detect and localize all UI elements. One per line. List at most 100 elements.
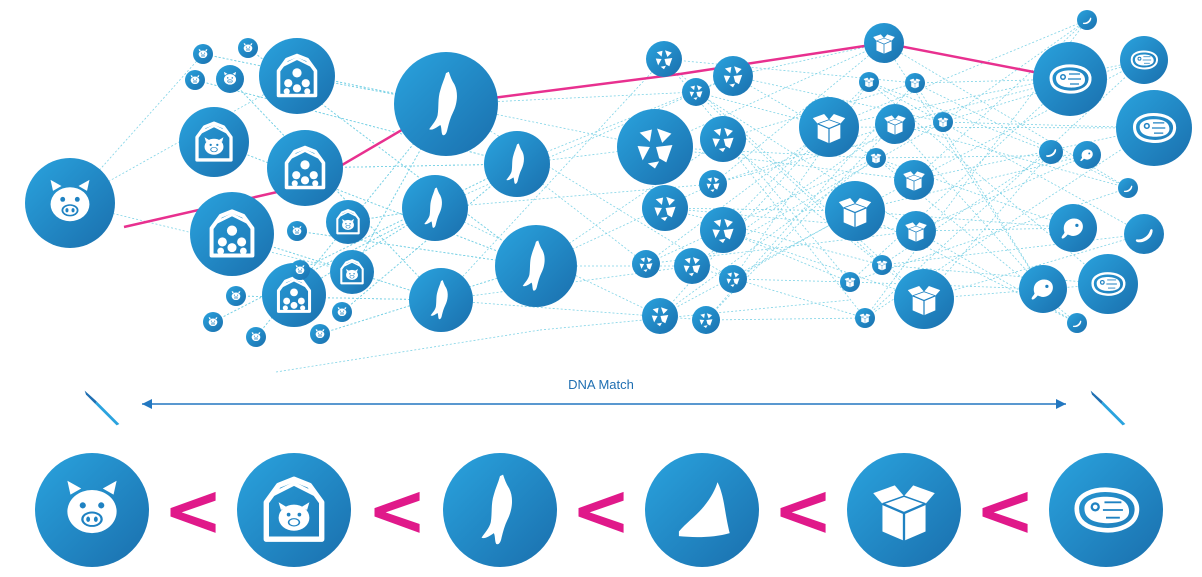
sequence-separator-2: <	[571, 468, 631, 552]
network-node-59	[1077, 10, 1097, 30]
connection-line-149	[849, 187, 1129, 283]
network-node-29	[682, 78, 710, 106]
sequence-separator-3: <	[773, 468, 833, 552]
connection-line-125	[894, 123, 1129, 189]
network-node-41	[875, 104, 915, 144]
network-node-33-circle	[674, 248, 710, 284]
network-node-25-circle	[700, 116, 746, 162]
connection-line-85	[663, 58, 925, 300]
network-node-3	[267, 130, 343, 206]
network-node-24	[617, 109, 693, 185]
network-node-50	[855, 308, 875, 328]
network-node-23	[409, 268, 473, 332]
network-node-49	[840, 272, 860, 292]
network-node-2	[179, 107, 249, 177]
connection-line-118	[854, 210, 1078, 324]
network-node-27	[713, 56, 753, 96]
knife-icon-right	[1090, 390, 1126, 426]
stage-sequence-row: < < < < <	[35, 453, 1163, 567]
network-node-12	[287, 221, 307, 241]
network-node-60-circle	[1039, 140, 1063, 164]
network-node-42	[894, 160, 934, 200]
network-node-26-circle	[642, 185, 688, 231]
stage-node-4	[847, 453, 961, 567]
network-node-34	[719, 265, 747, 293]
network-node-0	[25, 158, 115, 248]
network-node-61	[1118, 178, 1138, 198]
network-node-1	[259, 38, 335, 114]
connection-line-99	[691, 265, 866, 319]
connection-line-128	[913, 127, 1155, 181]
network-node-13	[290, 260, 310, 280]
network-node-36	[692, 306, 720, 334]
connection-line-115	[828, 19, 1088, 128]
network-node-43	[896, 211, 936, 251]
connection-line-72	[654, 42, 885, 148]
connection-line-134	[868, 81, 1145, 235]
connection-line-60	[516, 75, 734, 165]
network-node-18	[332, 302, 352, 322]
connection-line-139	[942, 19, 1088, 123]
connection-line-104	[732, 278, 851, 283]
network-node-24-circle	[617, 109, 693, 185]
connection-line-61	[516, 163, 647, 265]
network-node-9	[216, 65, 244, 93]
connection-line-79	[664, 207, 883, 266]
network-node-26	[642, 185, 688, 231]
network-node-51	[1033, 42, 1107, 116]
network-node-44	[859, 72, 879, 92]
network-node-17	[310, 324, 330, 344]
network-node-35	[642, 298, 678, 334]
network-node-19	[394, 52, 498, 156]
connection-line-73	[654, 146, 915, 181]
network-node-6	[193, 44, 213, 64]
sequence-separator-1: <	[367, 468, 427, 552]
stage-node-3	[645, 453, 759, 567]
network-node-32	[632, 250, 660, 278]
connection-line-120	[923, 151, 1052, 300]
connection-line-75	[722, 138, 925, 300]
connection-line-92	[712, 42, 885, 185]
network-node-55	[1049, 204, 1097, 252]
network-node-34-circle	[719, 265, 747, 293]
network-node-27-circle	[713, 56, 753, 96]
network-node-22	[495, 225, 577, 307]
network-node-15	[203, 312, 223, 332]
network-node-54	[1120, 36, 1168, 84]
network-node-16	[246, 327, 266, 347]
network-node-25	[700, 116, 746, 162]
network-node-8	[185, 70, 205, 90]
connection-line-124	[894, 123, 1044, 290]
network-node-56	[1019, 265, 1067, 313]
network-node-32-circle	[632, 250, 660, 278]
dna-match-arrow	[142, 399, 1066, 409]
network-node-7	[238, 38, 258, 58]
network-node-28	[646, 41, 682, 77]
sequence-separator-4: <	[975, 468, 1035, 552]
network-node-52	[1116, 90, 1192, 166]
network-node-33	[674, 248, 710, 284]
network-node-35-circle	[642, 298, 678, 334]
sequence-separator-0: <	[163, 468, 223, 552]
connection-line-70	[440, 58, 665, 301]
dna-match-label: DNA Match	[568, 377, 634, 392]
network-node-62	[1067, 313, 1087, 333]
connection-line-136	[914, 82, 1044, 290]
connection-line-119	[854, 210, 1074, 229]
connection-line-129	[915, 154, 1088, 232]
network-node-14	[226, 286, 246, 306]
network-node-28-circle	[646, 41, 682, 77]
connection-line-141	[875, 154, 1088, 159]
network-node-31-circle	[700, 207, 746, 253]
connection-line-94	[722, 229, 851, 283]
network-node-60	[1039, 140, 1063, 164]
network-node-31	[700, 207, 746, 253]
network-node-59-circle	[1077, 10, 1097, 30]
connection-line-145	[881, 264, 1109, 285]
connection-line-137	[914, 82, 1129, 189]
network-node-61-circle	[1118, 178, 1138, 198]
connection-line-109	[705, 317, 866, 321]
connection-line-95	[722, 229, 925, 300]
network-node-30	[699, 170, 727, 198]
